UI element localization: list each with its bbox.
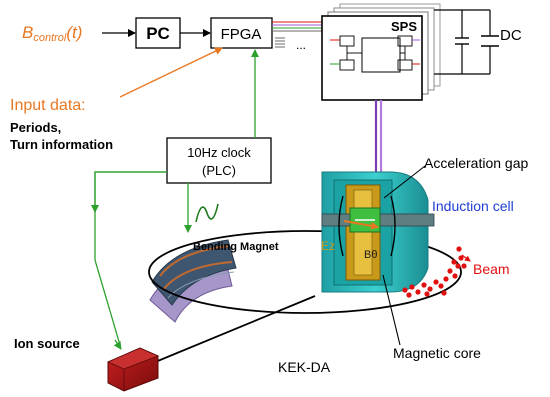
bending-magnet: [149, 239, 237, 323]
sps-main-board: [321, 15, 423, 101]
bcontrol-label: Bcontrol(t): [22, 23, 82, 44]
dc-label: DC: [500, 27, 522, 44]
btheta-label: Bθ: [364, 249, 377, 261]
clock-line1-label: 10Hz clock: [187, 145, 251, 160]
accelerator-ring: [148, 230, 462, 314]
bending-magnet-label: Bending Magnet: [193, 241, 279, 253]
clock-line2-label: (PLC): [202, 163, 236, 178]
clock-left-branch: [91, 171, 167, 213]
periods-label: Periods,: [10, 120, 61, 135]
magnetic-core-leader: [382, 274, 401, 346]
clock-plc-box: [166, 137, 272, 184]
injection-line: [147, 295, 316, 366]
dc-source: [434, 9, 499, 75]
induction-cell-label: Induction cell: [432, 198, 514, 214]
bcontrol-arg: (t): [66, 23, 82, 42]
acceleration-gap-label: Acceleration gap: [424, 155, 529, 171]
ion-source-label: Ion source: [14, 336, 80, 351]
acceleration-gap-leader: [383, 165, 426, 199]
input-data-label: Input data:: [10, 97, 86, 114]
ellipsis-label: ...: [296, 38, 306, 52]
turn-information-label: Turn information: [10, 137, 113, 152]
fpga-box: [210, 17, 273, 49]
beam-particles: [402, 246, 467, 298]
fpga-label: FPGA: [221, 26, 262, 43]
magnetic-core-label: Magnetic core: [393, 345, 481, 361]
sine-wave-icon: [195, 203, 219, 223]
ion-source-block: [107, 347, 160, 392]
bcontrol-main: B: [22, 23, 33, 42]
pc-label: PC: [146, 24, 170, 43]
beam-direction-arrow: [461, 254, 471, 262]
sps-stack: [321, 3, 441, 101]
kek-da-label: KEK-DA: [278, 359, 331, 375]
clock-to-ion-source-line: [94, 171, 167, 346]
sps-label: SPS: [391, 19, 417, 34]
beam-label: Beam: [473, 261, 510, 277]
input-data-to-fpga-arrow: [119, 47, 223, 98]
svg-text:Bcontrol(t): Bcontrol(t): [22, 23, 82, 44]
ez-label: Ez: [321, 239, 335, 253]
bcontrol-sub: control: [33, 32, 67, 44]
clock-signal-lines: [91, 49, 259, 350]
induction-cell: [321, 100, 435, 293]
